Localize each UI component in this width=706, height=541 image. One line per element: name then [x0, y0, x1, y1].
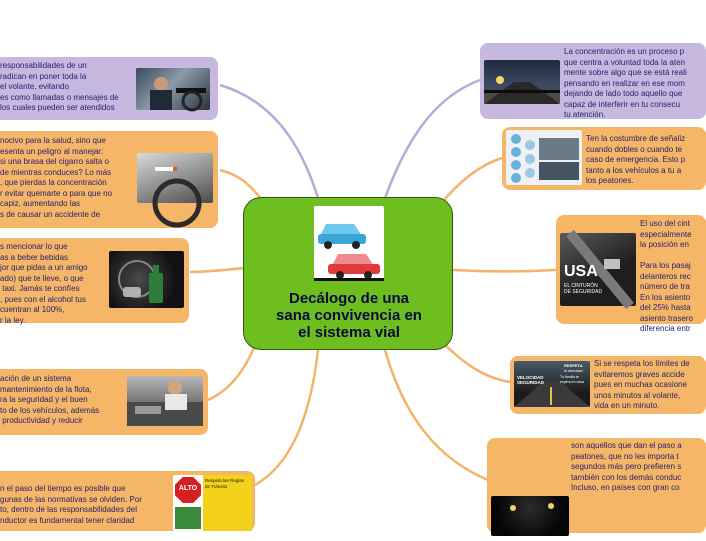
topic-alcohol[interactable]: s mencionar lo que as a beber bebidas jo…	[0, 238, 189, 325]
traffic-rules-sign: ALTO Respeta las Reglas de Tránsito	[173, 475, 252, 531]
mechanic-photo	[127, 376, 203, 426]
connector-left-3	[189, 266, 245, 274]
topic-text: Si se respeta los límites de evitaremos …	[594, 359, 690, 410]
topic-seatbelt[interactable]: USA EL CINTURÓN DE SEGURIDAD El uso del …	[556, 215, 706, 333]
speed-top-label: RESPETA	[564, 363, 583, 368]
central-cars-image	[314, 206, 384, 281]
topic-concentration[interactable]: La concentración es un proceso p que cen…	[480, 43, 706, 119]
central-title: Decálogo de una sana convivencia en el s…	[276, 290, 422, 341]
driver-smoking-photo	[137, 153, 213, 228]
driver-distracted-photo	[136, 68, 210, 112]
traffic-stop-label: ALTO	[178, 485, 198, 492]
red-car-icon	[328, 254, 380, 279]
topic-traffic-rules[interactable]: n el paso del tiempo es posible que guna…	[0, 471, 255, 531]
connector-right-5	[383, 349, 489, 482]
topic-text: responsabilidades de un radican en poner…	[0, 61, 119, 112]
topic-text: n el paso del tiempo es posible que guna…	[0, 484, 142, 525]
seatbelt-subtitle: EL CINTURÓN DE SEGURIDAD	[564, 283, 603, 295]
speed-mid-label: la velocidad	[564, 369, 583, 373]
signals-infographic	[506, 130, 582, 185]
pedestrian-night-photo	[491, 496, 569, 536]
connector-left-1	[219, 83, 320, 199]
topic-text: La concentración es un proceso p que cen…	[564, 47, 687, 119]
topic-text: El uso del cint especialmente la posició…	[640, 219, 693, 333]
central-topic[interactable]: Decálogo de una sana convivencia en el s…	[243, 197, 453, 350]
connector-right-3	[452, 268, 557, 273]
connector-right-4	[439, 339, 511, 384]
blue-car-icon	[318, 224, 366, 249]
night-driving-photo	[484, 60, 560, 104]
connectors	[189, 78, 557, 487]
connector-right-1	[383, 78, 481, 199]
topic-text: ación de un sistema mantenimiento de la …	[0, 374, 100, 425]
connector-left-2	[219, 168, 263, 201]
topic-signaling[interactable]: Ten la costumbre de señaliz cuando doble…	[502, 127, 706, 190]
speed-sign-photo: RESPETA la velocidad VELOCIDAD SEGURIDAD…	[514, 361, 590, 407]
connector-left-5	[254, 349, 320, 487]
topic-distractions[interactable]: responsabilidades de un radican en poner…	[0, 57, 218, 120]
topic-pedestrians[interactable]: son aquellos que dan el paso a peatones,…	[487, 438, 706, 536]
speed-main-label: VELOCIDAD SEGURIDAD	[517, 375, 545, 385]
connector-left-4	[207, 344, 257, 402]
topic-text: s mencionar lo que as a beber bebidas jo…	[0, 242, 88, 325]
seatbelt-photo: USA EL CINTURÓN DE SEGURIDAD	[560, 229, 636, 310]
topic-speed-limits[interactable]: RESPETA la velocidad VELOCIDAD SEGURIDAD…	[510, 356, 706, 414]
topic-smoking[interactable]: nocivo para la salud, sino que esenta un…	[0, 131, 218, 228]
connector-right-2	[439, 156, 503, 206]
alcohol-keys-photo	[109, 251, 184, 308]
topic-text: son aquellos que dan el paso a peatones,…	[571, 441, 682, 492]
seatbelt-title: USA	[564, 263, 598, 280]
topic-text: Ten la costumbre de señaliz cuando doble…	[586, 134, 686, 185]
traffic-rules-title: Respeta las Reglas de Tránsito	[205, 478, 245, 489]
topic-text: nocivo para la salud, sino que esenta un…	[0, 136, 113, 219]
topic-maintenance[interactable]: ación de un sistema mantenimiento de la …	[0, 369, 208, 435]
speed-sub-label: Tu familia te espera en casa	[560, 375, 584, 384]
